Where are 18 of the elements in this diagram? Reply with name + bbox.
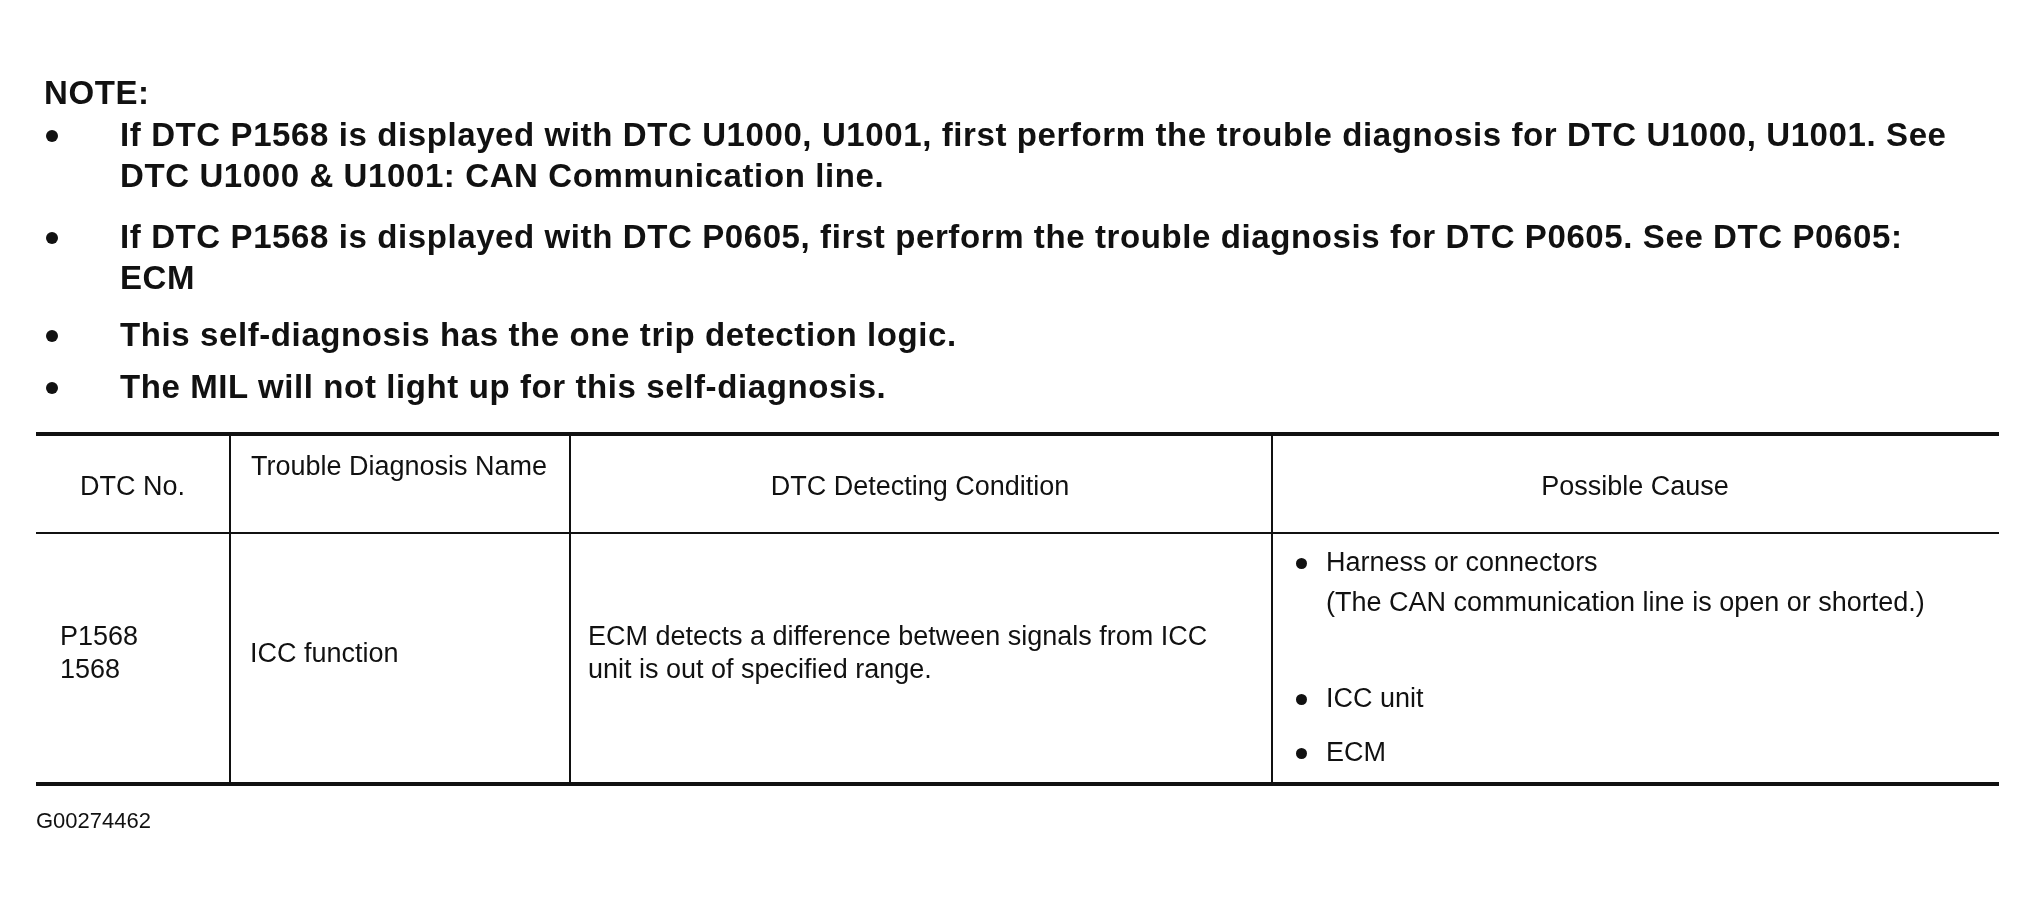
cell-text: (The CAN communication line is open or shorted.) — [1326, 586, 1926, 619]
cell-text: ECM — [1326, 736, 1387, 769]
column-header: DTC Detecting Condition — [769, 470, 1071, 503]
cell-text: P1568 — [60, 620, 140, 653]
cell-text: Harness or connectors — [1326, 546, 1599, 579]
cell-text: ICC function — [250, 637, 400, 670]
note-heading: NOTE: — [44, 73, 150, 113]
column-header: DTC No. — [79, 470, 186, 503]
note-text: If DTC P1568 is displayed with DTC P0605, first perform the trouble diagnosis for DTC P0605. See DTC P0605: ECM — [120, 217, 1904, 298]
column-header: Trouble Diagnosis Name — [249, 450, 549, 483]
cell-text: ICC unit — [1326, 682, 1425, 715]
cell-text: ECM detects a difference between signals from ICC unit is out of specified range. — [588, 620, 1209, 686]
column-header: Possible Cause — [1540, 470, 1730, 503]
cell-text: 1568 — [60, 653, 122, 686]
note-text: If DTC P1568 is displayed with DTC U1000, U1001, first perform the trouble diagnosis for DTC U1000, U1001. See DTC U1000 & U1001: CAN Communication line. — [120, 115, 1948, 196]
figure-id: G00274462 — [36, 807, 152, 835]
note-text: This self-diagnosis has the one trip detection logic. — [120, 315, 958, 355]
note-text: The MIL will not light up for this self-diagnosis. — [120, 367, 888, 407]
